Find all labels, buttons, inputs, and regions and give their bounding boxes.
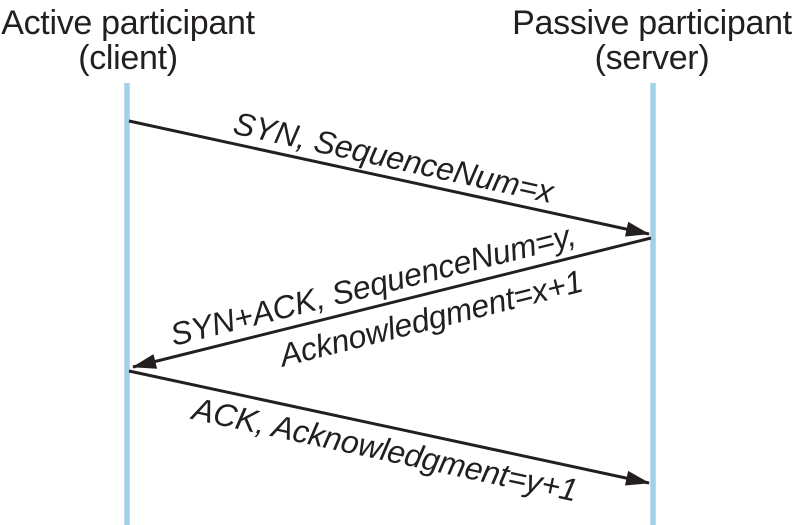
syn-arrow (128, 119, 650, 237)
message-ack: ACK, Acknowledgment=y+1 (128, 369, 650, 508)
server-name-label: Passive participant (512, 4, 793, 42)
client-name-label: Active participant (1, 4, 255, 42)
message-syn-ack: SYN+ACK, SequenceNum=y, Acknowledgment=x… (132, 216, 652, 374)
server-qualifier-label: (server) (595, 39, 710, 77)
ack-label: ACK, Acknowledgment=y+1 (187, 390, 580, 508)
ack-label-group: ACK, Acknowledgment=y+1 (187, 390, 580, 508)
ack-arrow (128, 369, 650, 486)
syn-label: SYN, SequenceNum=x (230, 105, 558, 210)
client-qualifier-label: (client) (78, 39, 178, 77)
message-syn: SYN, SequenceNum=x (128, 105, 650, 237)
syn-label-group: SYN, SequenceNum=x (230, 105, 558, 210)
syn-ack-arrow (132, 236, 652, 369)
